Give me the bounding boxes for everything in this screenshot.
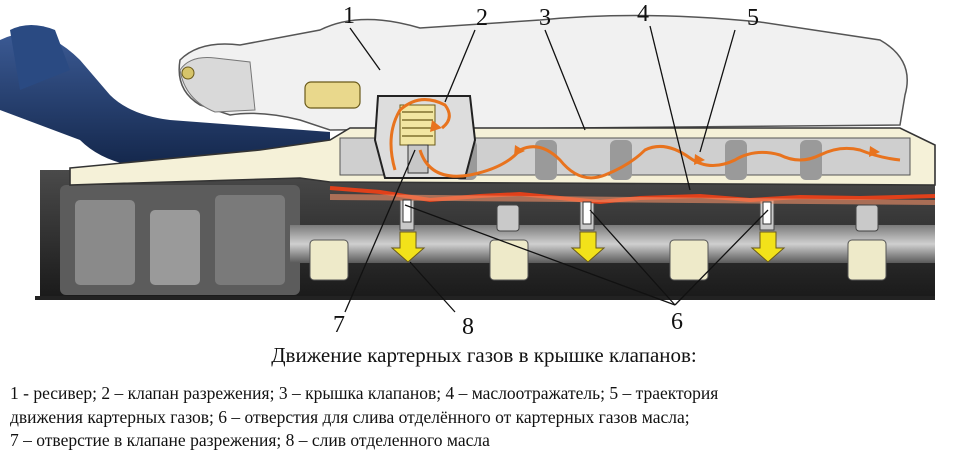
engine-diagram: 1 2 3 4 5 6 7 8 (0, 1, 936, 340)
legend-line-1: 1 - ресивер; 2 – клапан разрежения; 3 – … (10, 383, 719, 403)
receiver (178, 14, 908, 131)
drain-holes (402, 199, 772, 225)
callout-7: 7 (333, 312, 345, 338)
trajectory-arrowheads (430, 120, 880, 165)
figure-legend: 1 - ресивер; 2 – клапан разрежения; 3 – … (10, 382, 958, 453)
callout-3: 3 (539, 5, 551, 31)
valve-orifice (407, 144, 429, 174)
spring-coils (402, 111, 433, 137)
leader-lines (344, 25, 769, 313)
callout-2: 2 (476, 5, 488, 31)
engine-cutaway-drawing (0, 14, 936, 313)
callout-4: 4 (637, 1, 649, 27)
camshaft (290, 225, 935, 263)
bolt (181, 66, 195, 80)
oil-drain-arrows (390, 231, 786, 263)
legend-line-3: 7 – отверстие в клапане разрежения; 8 – … (10, 430, 490, 450)
gas-trajectory (389, 98, 901, 180)
cylinder-head-lower (60, 185, 300, 295)
callout-1: 1 (343, 3, 355, 29)
cam-lobes (309, 239, 887, 281)
legend-line-2: движения картерных газов; 6 – отверстия … (10, 406, 690, 427)
callout-6: 6 (671, 309, 683, 335)
hose-elbow (10, 25, 70, 90)
vacuum-valve-spring (399, 104, 436, 146)
callout-8: 8 (462, 314, 474, 340)
oil-deflector-shade (330, 194, 935, 205)
receiver-flange (179, 57, 256, 113)
sensor-connector (304, 81, 361, 109)
callout-5: 5 (747, 5, 759, 31)
intake-hose (0, 33, 330, 169)
figure-caption: Движение картерных газов в крышке клапан… (271, 343, 697, 367)
base-line (35, 296, 935, 300)
